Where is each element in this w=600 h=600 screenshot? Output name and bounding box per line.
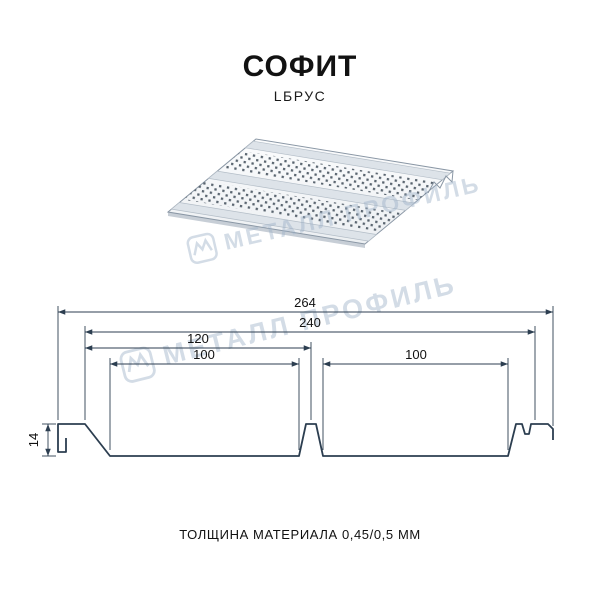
watermark-brand: МЕТАЛЛ ПРОФИЛЬ — [119, 269, 459, 383]
product-title: СОФИТ — [242, 50, 358, 83]
profile-cross-section — [57, 423, 554, 457]
panel-profile-zigzag-edge — [427, 170, 454, 194]
panel-rib — [170, 202, 378, 242]
dimensions — [42, 306, 554, 457]
perforation-band — [183, 181, 402, 232]
dimension-labels: 264 240 120 100 100 14 — [26, 295, 427, 447]
brand-logo-mountain-icon — [127, 351, 150, 373]
dim-label-flat-right: 100 — [405, 347, 427, 362]
dim-label-half-width: 120 — [187, 331, 209, 346]
panel-rib — [207, 170, 416, 211]
product-subtitle: LБРУС — [273, 88, 327, 104]
material-thickness-note: ТОЛЩИНА МАТЕРИАЛА 0,45/0,5 ММ — [179, 527, 421, 542]
perforation-band — [220, 150, 439, 201]
panel-thickness-edge — [168, 212, 365, 248]
panel-rib — [244, 140, 452, 181]
dim-label-working-width: 240 — [299, 315, 321, 330]
dim-label-height: 14 — [26, 433, 41, 447]
dim-label-flat-left: 100 — [193, 347, 215, 362]
panel-illustration-perforated-soffit — [166, 138, 455, 248]
dim-label-overall-width: 264 — [294, 295, 316, 310]
brand-logo-icon — [186, 232, 218, 265]
brand-logo-mountain-icon — [193, 237, 213, 256]
profile-outline — [57, 423, 554, 457]
